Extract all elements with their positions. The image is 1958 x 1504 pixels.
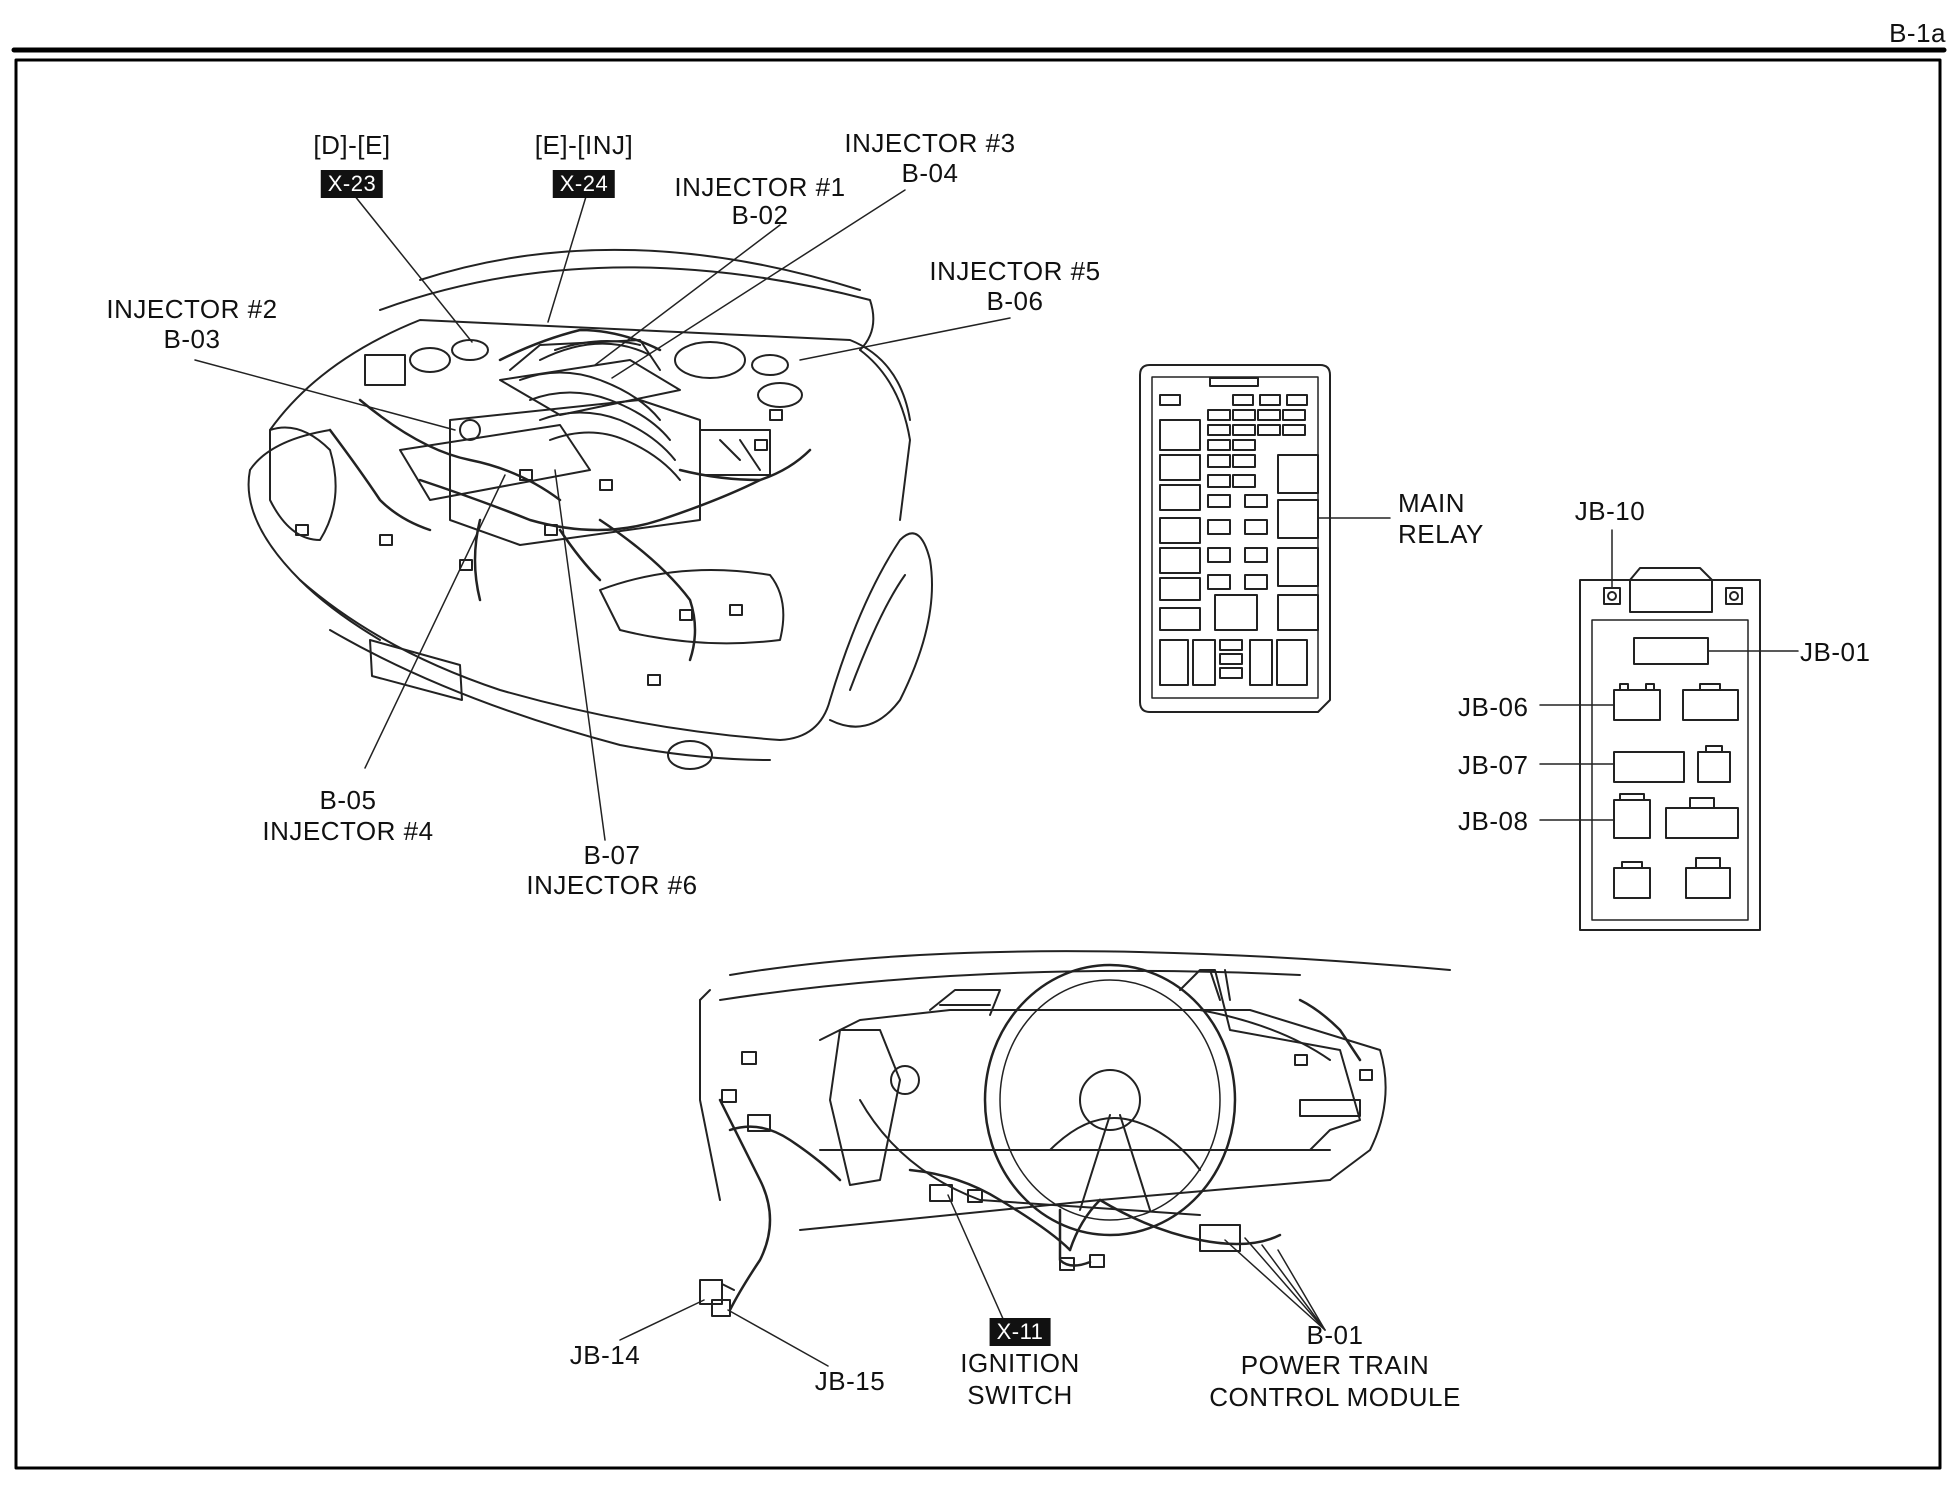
junction-box-illustration <box>1579 567 1761 931</box>
callout-pcm-line2: CONTROL MODULE <box>1209 1382 1461 1412</box>
callout-injector6-code: B-07 <box>583 840 641 870</box>
callout-injector2-title: INJECTOR #2 <box>106 294 278 324</box>
callout-injector3-code: B-04 <box>901 158 959 188</box>
callout-injector1-title: INJECTOR #1 <box>674 172 846 202</box>
callout-x23-tag: X-23 <box>320 170 384 198</box>
callout-jb01: JB-01 <box>1800 637 1871 667</box>
callout-jb14: JB-14 <box>569 1340 641 1370</box>
callout-injector5-title: INJECTOR #5 <box>929 256 1101 286</box>
callout-main-relay-line2: RELAY <box>1398 519 1484 549</box>
callout-injector5-code: B-06 <box>986 286 1044 316</box>
callout-injector4-code: B-05 <box>319 785 377 815</box>
callout-injector6-title: INJECTOR #6 <box>526 870 698 900</box>
callout-injector4-title: INJECTOR #4 <box>262 816 434 846</box>
callout-x24-tag: X-24 <box>552 170 616 198</box>
callout-pcm-code: B-01 <box>1306 1320 1364 1350</box>
fuse-box-illustration <box>1139 364 1331 713</box>
callout-jb10: JB-10 <box>1574 496 1646 526</box>
callout-ignition-line1: IGNITION <box>960 1348 1080 1378</box>
dashboard-illustration <box>699 950 1451 1317</box>
callout-jb08: JB-08 <box>1458 806 1529 836</box>
callout-x11-tag: X-11 <box>989 1318 1051 1346</box>
callout-de-label: [D]-[E] <box>313 130 391 160</box>
callout-injector1-code: B-02 <box>731 200 789 230</box>
callout-jb15: JB-15 <box>814 1366 886 1396</box>
car-front-illustration <box>247 248 933 770</box>
callout-main-relay-line1: MAIN <box>1398 488 1465 518</box>
dashboard-leader-lines <box>619 1194 1326 1367</box>
callout-pcm-line1: POWER TRAIN <box>1240 1350 1430 1380</box>
callout-ignition-line2: SWITCH <box>967 1380 1073 1410</box>
callout-injector2-code: B-03 <box>163 324 221 354</box>
junction-box-leaders <box>1539 529 1799 821</box>
engine-leader-lines <box>194 189 1011 841</box>
callout-jb07: JB-07 <box>1458 750 1529 780</box>
page-number: B-1a <box>1889 18 1946 48</box>
callout-injector3-title: INJECTOR #3 <box>844 128 1016 158</box>
callout-einj-label: [E]-[INJ] <box>534 130 634 160</box>
page-frame <box>14 58 1942 1470</box>
callout-jb06: JB-06 <box>1458 692 1529 722</box>
